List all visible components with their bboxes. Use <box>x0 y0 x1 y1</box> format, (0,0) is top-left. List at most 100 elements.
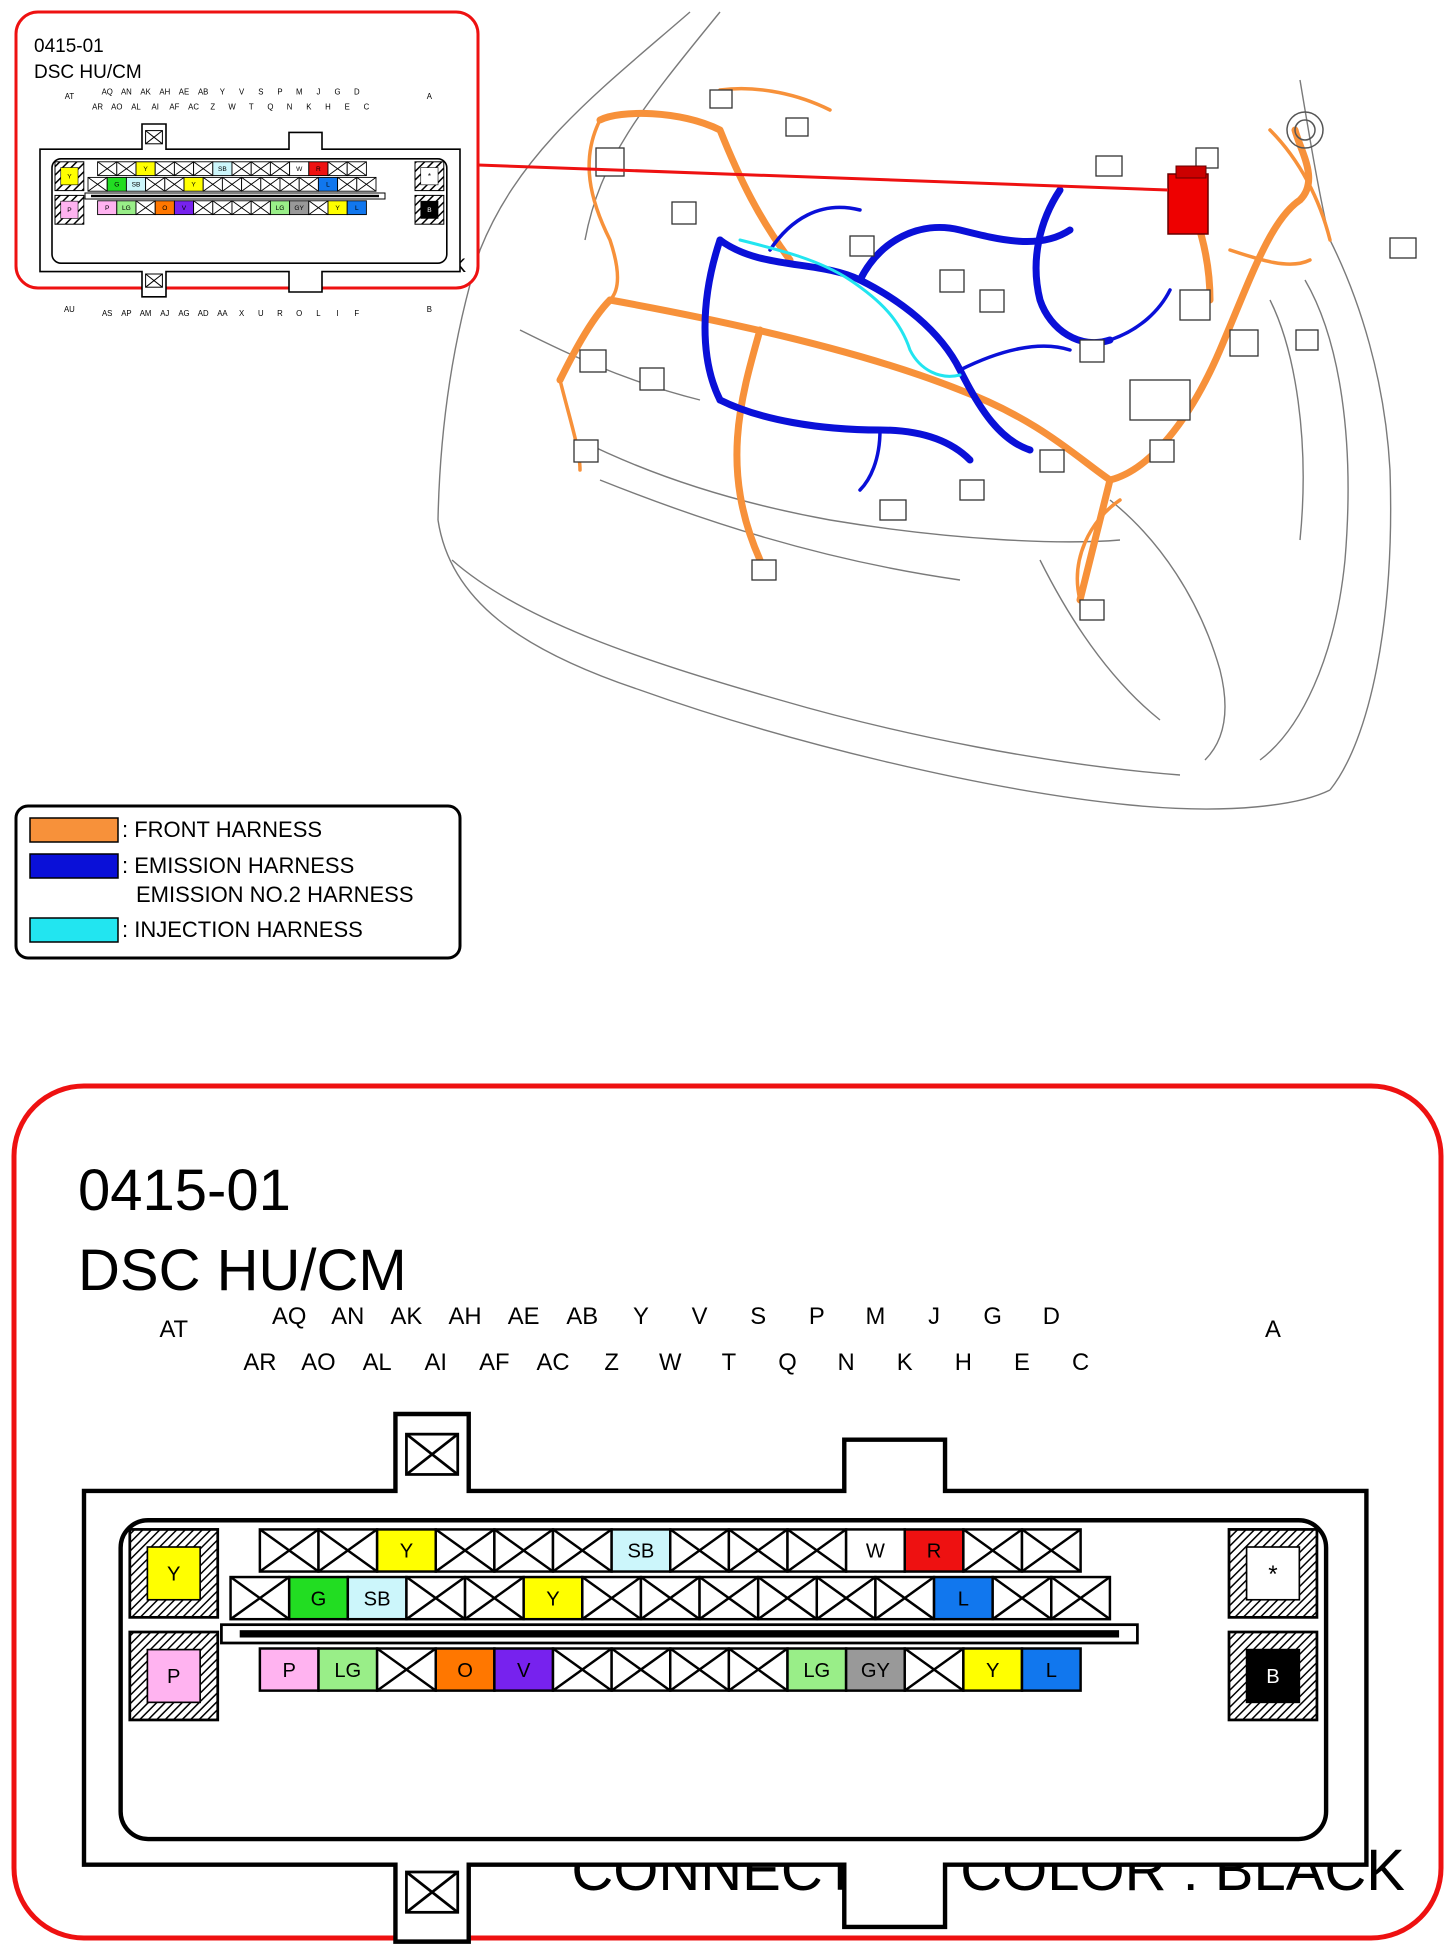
row1-pin-9 <box>250 161 271 177</box>
row1-pin-6 <box>551 1528 613 1573</box>
pin-label-bottom: AA <box>217 309 228 318</box>
pin-wire-color: Y <box>335 205 340 212</box>
pin-wire-color: G <box>311 1588 327 1610</box>
empty-cross <box>260 177 281 192</box>
right-pin-bottom: B <box>414 194 445 225</box>
latch-top <box>145 130 163 145</box>
row3-pin-5: V <box>173 200 195 216</box>
pin-label-top: AB <box>566 1303 598 1330</box>
pin-label-mid: AL <box>131 103 141 112</box>
row2-pin-15 <box>1050 1575 1112 1621</box>
empty-cross <box>308 200 329 215</box>
row3-pin-7 <box>610 1647 672 1692</box>
pin-cavity <box>844 1528 906 1573</box>
pin-label-bottom: R <box>277 309 283 318</box>
pin-label-top: P <box>809 1303 825 1330</box>
row1-pin-4 <box>434 1528 496 1573</box>
pin-label-bottom: AJ <box>160 309 169 318</box>
pin-wire-color: L <box>958 1588 969 1610</box>
side-pin-cavity <box>60 167 79 186</box>
pin-wire-color: SB <box>364 1588 391 1610</box>
pin-label-mid: K <box>306 103 312 112</box>
pin-label-mid: Q <box>778 1349 797 1376</box>
pin-label-mid: AI <box>152 103 159 112</box>
row1-pin-2 <box>116 161 137 177</box>
emission-harness-branches <box>768 205 1172 492</box>
legend-label-emission-no2: EMISSION NO.2 HARNESS <box>136 882 414 907</box>
row2-pin-2: G <box>287 1575 350 1621</box>
row1-pin-8 <box>669 1528 731 1573</box>
dsc-connector-highlight[interactable] <box>1167 165 1209 235</box>
empty-cross <box>552 1528 613 1573</box>
empty-cross <box>962 1528 1023 1573</box>
pin-wire-color: O <box>457 1660 473 1682</box>
pin-wire-color: R <box>927 1541 942 1563</box>
empty-cross <box>145 177 166 192</box>
pin-label-top: Y <box>220 88 226 97</box>
pin-wire-color: O <box>162 205 167 212</box>
row2-pin-1 <box>229 1575 291 1621</box>
pin-label-top: AK <box>391 1303 423 1330</box>
legend-injection-harness: : INJECTION HARNESS <box>29 917 363 943</box>
empty-cross <box>493 1528 554 1573</box>
row2-pin-11 <box>279 176 300 192</box>
row1-pin-7: SB <box>212 161 233 177</box>
side-pin-wire-color: Y <box>67 174 72 181</box>
row2-pin-10 <box>260 176 281 192</box>
row3-pin-14: L <box>1020 1647 1082 1692</box>
row3-pin-10: LG <box>786 1647 848 1692</box>
pin-label-mid: C <box>1072 1349 1089 1376</box>
row2-pin-12 <box>298 176 319 192</box>
side-pin-cavity <box>420 167 439 186</box>
empty-cross <box>581 1576 642 1621</box>
pin-label-mid: E <box>345 103 350 112</box>
pin-label-bottom: F <box>354 309 359 318</box>
pin-cavity <box>903 1528 965 1573</box>
pin-label-mid: Z <box>604 1349 619 1376</box>
pin-label-mid: AR <box>243 1349 276 1376</box>
legend-front-harness: : FRONT HARNESS <box>29 817 322 843</box>
empty-cross <box>212 200 233 215</box>
injection-harness-routing <box>738 238 962 378</box>
row3-pin-4: O <box>434 1647 496 1692</box>
empty-cross <box>991 1576 1053 1621</box>
row2-pin-12 <box>874 1575 936 1621</box>
pin-wire-color: L <box>355 205 359 212</box>
pin-wire-color: R <box>316 166 321 173</box>
row2-pin-15 <box>356 176 377 192</box>
pin-cavity <box>493 1647 555 1692</box>
pin-cavity <box>287 1575 350 1621</box>
right-pin-bottom: B <box>1227 1630 1319 1722</box>
row1-pin-12: R <box>903 1528 965 1573</box>
empty-cross <box>552 1647 613 1692</box>
row2-pin-4 <box>145 176 166 192</box>
pin-label-bottom: U <box>258 309 264 318</box>
pin-label-mid: Z <box>210 103 215 112</box>
pin-cavity <box>844 1647 906 1692</box>
empty-cross <box>164 177 185 192</box>
empty-cross <box>816 1576 877 1621</box>
row3-pin-6 <box>551 1647 613 1692</box>
empty-cross <box>87 177 108 192</box>
leader-line <box>477 163 1169 192</box>
pin-label-bottom: AP <box>121 309 131 318</box>
row1-pin-7: SB <box>610 1528 672 1573</box>
pin-label-top: AH <box>159 88 170 97</box>
row3-pin-14: L <box>346 200 367 216</box>
row2-pin-13: L <box>932 1575 994 1621</box>
row3-pin-9 <box>727 1647 789 1692</box>
row1-pin-13 <box>327 161 348 177</box>
legend-swatch-injection <box>29 917 119 943</box>
row2-pin-5 <box>164 176 185 192</box>
pin-label-top: V <box>692 1303 708 1330</box>
pin-wire-color: GY <box>294 205 304 212</box>
legend-box <box>14 804 462 960</box>
pin-label-mid: AC <box>536 1349 569 1376</box>
empty-cross <box>231 200 252 215</box>
pin-wire-color: Y <box>986 1660 999 1682</box>
pin-label-top: AQ <box>102 88 113 97</box>
corner-label-top-right: A <box>1265 1316 1281 1343</box>
pin-wire-color: LG <box>122 205 131 212</box>
